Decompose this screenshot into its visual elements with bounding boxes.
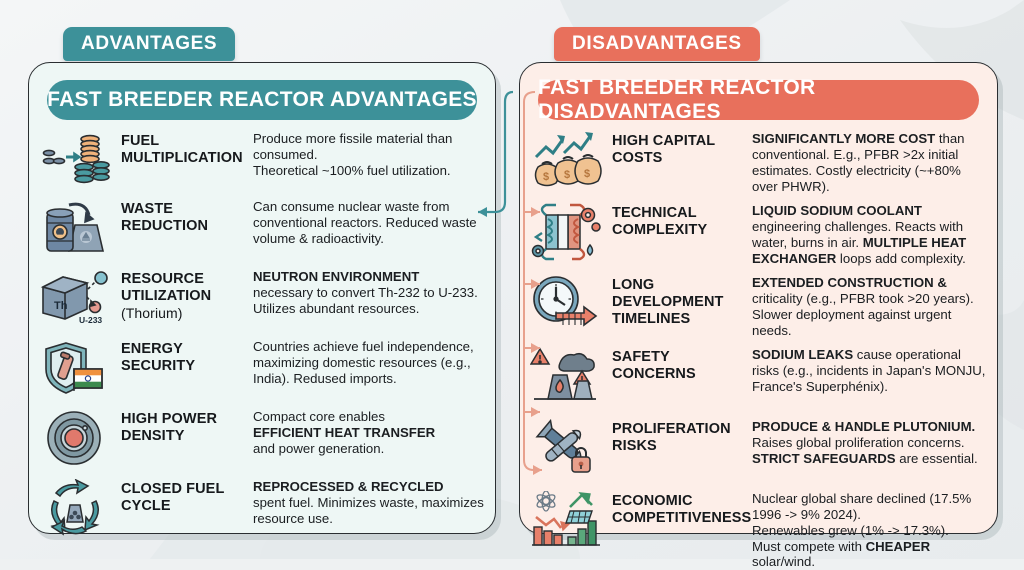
coin-stacks-icon — [29, 129, 121, 187]
list-item-description: PRODUCE & HANDLE PLUTONIUM.Raises global… — [752, 419, 978, 466]
tab-disadvantages[interactable]: DISADVANTAGES — [554, 27, 760, 61]
list-item-label: FUEL MULTIPLICATION — [121, 133, 243, 166]
list-item-label: ECONOMIC COMPETITIVENESS — [612, 493, 752, 526]
advantages-panel-title: FAST BREEDER REACTOR ADVANTAGES — [47, 80, 477, 120]
list-item-label: LONG DEVELOPMENT TIMELINES — [612, 277, 724, 327]
shield-flag-icon — [29, 337, 121, 397]
heat-exchanger-gears-icon — [520, 201, 612, 265]
list-item[interactable]: $ $ $ HIGH CAPITAL COSTS SIGNIFICANTLY MOR… — [520, 129, 997, 194]
svg-text:U-233: U-233 — [79, 315, 102, 325]
list-item-label: ENERGY SECURITY — [121, 341, 196, 374]
disadvantages-rows: $ $ $ HIGH CAPITAL COSTS SIGNIFICANTLY MOR… — [520, 129, 997, 569]
list-item[interactable]: Th U-233 RESOURCE UTILIZATION (Thorium) … — [29, 267, 495, 327]
list-item-description: Can consume nuclear waste from conventio… — [253, 199, 477, 246]
advantages-rows: FUEL MULTIPLICATION Produce more fissile… — [29, 129, 495, 536]
list-item-description: Countries achieve fuel independence, max… — [253, 339, 474, 386]
list-item-label: TECHNICAL COMPLEXITY — [612, 205, 708, 238]
list-item-label: HIGH CAPITAL COSTS — [612, 133, 715, 166]
missile-lock-icon — [520, 417, 612, 477]
list-item-description: SIGNIFICANTLY MORE COST than conventiona… — [752, 131, 965, 194]
warning-cooling-tower-icon — [520, 345, 612, 405]
list-item-label: PROLIFERATION RISKS — [612, 421, 731, 454]
list-item-label: SAFETY CONCERNS — [612, 349, 696, 382]
list-item[interactable]: FUEL MULTIPLICATION Produce more fissile… — [29, 129, 495, 187]
list-item-description: Nuclear global share declined (17.5% 199… — [752, 491, 972, 570]
list-item[interactable]: CLOSED FUEL CYCLE REPROCESSED & RECYCLED… — [29, 477, 495, 539]
tab-advantages-label: ADVANTAGES — [81, 33, 218, 54]
tab-disadvantages-label: DISADVANTAGES — [572, 33, 742, 54]
list-item-label: WASTE REDUCTION — [121, 201, 209, 234]
money-bags-rising-icon: $ $ $ — [520, 129, 612, 189]
list-item-label: RESOURCE UTILIZATION (Thorium) — [121, 267, 253, 321]
list-item[interactable]: LONG DEVELOPMENT TIMELINES EXTENDED CONS… — [520, 273, 997, 338]
disadvantages-panel-title: FAST BREEDER REACTOR DISADVANTAGES — [538, 76, 979, 123]
reactor-core-icon — [29, 407, 121, 467]
list-item[interactable]: ENERGY SECURITY Countries achieve fuel i… — [29, 337, 495, 397]
list-item[interactable]: WASTE REDUCTION Can consume nuclear wast… — [29, 197, 495, 257]
clock-arrow-icon — [520, 273, 612, 333]
svg-text:Th: Th — [54, 300, 68, 312]
disadvantages-panel: FAST BREEDER REACTOR DISADVANTAGES — [519, 62, 998, 569]
list-item[interactable]: SAFETY CONCERNS SODIUM LEAKS cause opera… — [520, 345, 997, 405]
list-item-label: CLOSED FUEL CYCLE — [121, 481, 225, 514]
list-item[interactable]: PROLIFERATION RISKS PRODUCE & HANDLE PLU… — [520, 417, 997, 477]
disadvantages-title-text: FAST BREEDER REACTOR DISADVANTAGES — [538, 76, 816, 123]
advantages-title-text: FAST BREEDER REACTOR ADVANTAGES — [47, 88, 477, 111]
list-item-description: Produce more fissile material than consu… — [253, 131, 453, 178]
recycle-tower-icon — [29, 477, 121, 539]
list-item-sublabel: (Thorium) — [121, 304, 183, 321]
thorium-cube-icon: Th U-233 — [29, 267, 121, 327]
svg-text:$: $ — [564, 169, 570, 181]
list-item-label: HIGH POWER DENSITY — [121, 411, 218, 444]
economy-chart-solar-icon — [520, 489, 612, 551]
list-item-description: LIQUID SODIUM COOLANT engineering challe… — [752, 203, 967, 266]
waste-barrel-icon — [29, 197, 121, 257]
list-item[interactable]: TECHNICAL COMPLEXITY LIQUID SODIUM COOLA… — [520, 201, 997, 266]
svg-text:$: $ — [543, 171, 549, 183]
list-item-description: SODIUM LEAKS cause operational risks (e.… — [752, 347, 986, 394]
list-item[interactable]: ECONOMIC COMPETITIVENESS Nuclear global … — [520, 489, 997, 570]
list-item-description: EXTENDED CONSTRUCTION &criticality (e.g.… — [752, 275, 974, 338]
advantages-panel: FAST BREEDER REACTOR ADVANTAGES — [28, 62, 496, 536]
svg-text:$: $ — [584, 168, 590, 180]
tab-advantages[interactable]: ADVANTAGES — [63, 27, 236, 61]
